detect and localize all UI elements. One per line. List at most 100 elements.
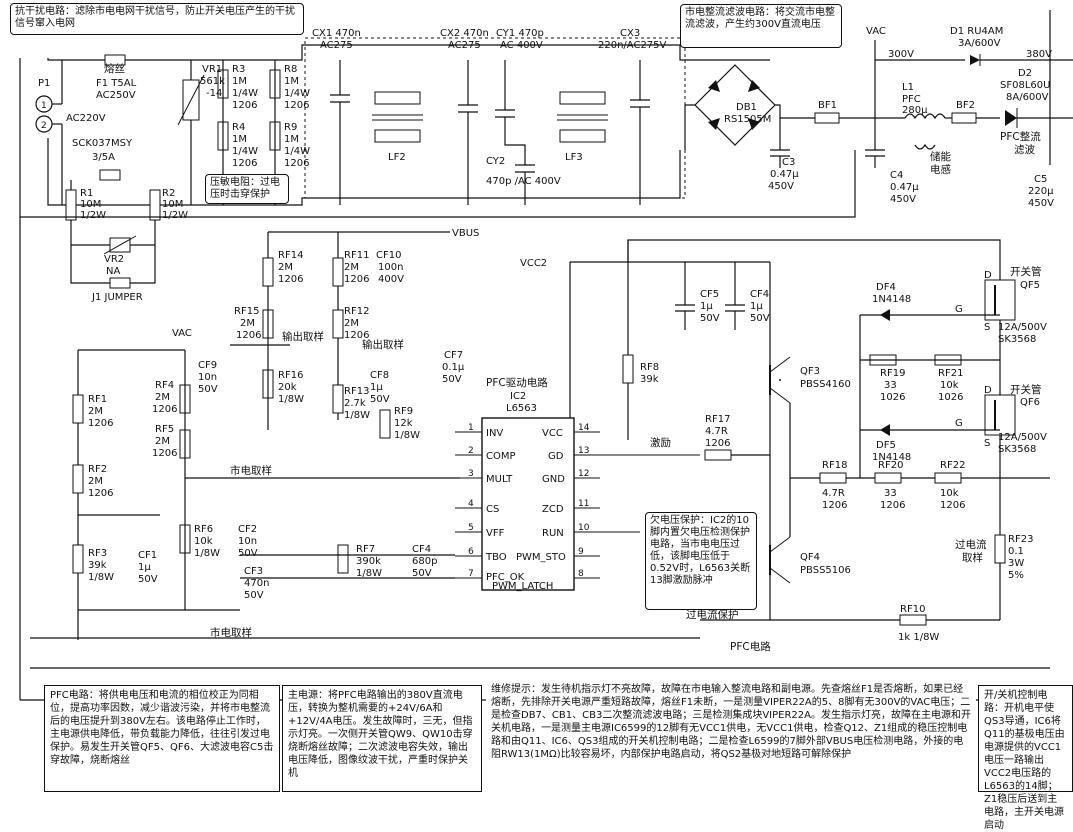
svg-text:0.1: 0.1 — [1008, 546, 1024, 557]
svg-text:3A/600V: 3A/600V — [958, 38, 1001, 49]
resistor-rf7 — [337, 544, 349, 574]
svg-text:12A/500V: 12A/500V — [998, 322, 1047, 333]
resistor-r1 — [65, 189, 77, 221]
svg-text:3: 3 — [468, 469, 474, 479]
resistor-r2 — [149, 189, 161, 221]
resistor-rf13 — [332, 384, 344, 414]
resistor-rf23 — [994, 534, 1006, 564]
svg-text:3W: 3W — [1008, 558, 1024, 569]
svg-text:PFC整流: PFC整流 — [1000, 130, 1041, 143]
svg-text:1206: 1206 — [344, 274, 369, 285]
svg-text:1/8W: 1/8W — [194, 548, 220, 559]
svg-text:1206: 1206 — [152, 404, 177, 415]
svg-text:50V: 50V — [412, 568, 432, 579]
resistor-rf20 — [874, 472, 902, 484]
svg-text:R1: R1 — [80, 188, 93, 199]
svg-text:2: 2 — [41, 121, 47, 131]
svg-text:1206: 1206 — [822, 500, 847, 511]
svg-text:2M: 2M — [278, 262, 293, 273]
svg-text:8A/600V: 8A/600V — [1006, 92, 1049, 103]
svg-text:PWM_STO: PWM_STO — [516, 552, 566, 563]
svg-text:D2: D2 — [1018, 68, 1032, 79]
svg-text:输出取样: 输出取样 — [282, 330, 324, 343]
svg-text:CX2 470n: CX2 470n — [440, 28, 489, 39]
note-switch-control: 开/关机控制电路：开机电平使QS3导通，IC6将Q11的基极电压由电源提供的VC… — [978, 685, 1073, 831]
svg-text:PFC: PFC — [902, 94, 921, 105]
svg-text:470n: 470n — [244, 578, 269, 589]
svg-text:1/8W: 1/8W — [88, 572, 114, 583]
svg-text:1/8W: 1/8W — [278, 394, 304, 405]
svg-text:P1: P1 — [38, 78, 50, 89]
svg-text:储能: 储能 — [930, 150, 951, 163]
component-labels: P1 AC220V 熔丝 F1 T5AL AC250V SCK037MSY 3/… — [38, 26, 1054, 653]
svg-text:14: 14 — [578, 423, 590, 433]
svg-text:RF21: RF21 — [938, 368, 963, 379]
svg-text:CX1 470n: CX1 470n — [312, 28, 361, 39]
svg-text:RF3: RF3 — [88, 548, 107, 559]
svg-text:RF8: RF8 — [640, 362, 659, 373]
svg-text:QF6: QF6 — [1020, 397, 1040, 408]
mosfet-qf5 — [984, 279, 1016, 321]
diode-df4 — [880, 309, 890, 321]
svg-text:450V: 450V — [890, 194, 916, 205]
svg-text:SCK037MSY: SCK037MSY — [72, 138, 133, 149]
svg-text:CF4: CF4 — [412, 544, 431, 555]
svg-text:1206: 1206 — [284, 100, 309, 111]
svg-text:10n: 10n — [198, 372, 217, 383]
svg-text:0.47μ: 0.47μ — [770, 169, 799, 180]
svg-text:6: 6 — [468, 547, 474, 557]
note-rectifier: 市电整流滤波电路：将交流市电整流滤波，产生约300V直流电压 — [680, 4, 842, 48]
svg-text:RF22: RF22 — [940, 460, 965, 471]
resistor-rf18 — [819, 472, 847, 484]
svg-text:1026: 1026 — [880, 392, 905, 403]
svg-text:300V: 300V — [888, 49, 914, 60]
svg-text:1206: 1206 — [88, 488, 113, 499]
svg-text:2M: 2M — [88, 476, 103, 487]
svg-text:GD: GD — [548, 451, 564, 462]
svg-text:DB1: DB1 — [736, 102, 757, 113]
svg-text:1206: 1206 — [940, 500, 965, 511]
svg-text:1206: 1206 — [88, 418, 113, 429]
svg-text:LF3: LF3 — [565, 152, 583, 163]
svg-text:1206: 1206 — [880, 500, 905, 511]
svg-text:市电取样: 市电取样 — [210, 626, 252, 639]
svg-text:BF1: BF1 — [818, 100, 837, 111]
svg-text:PBSS4160: PBSS4160 — [800, 379, 851, 390]
svg-text:VCC2: VCC2 — [520, 258, 547, 269]
svg-text:PWM_LATCH: PWM_LATCH — [492, 581, 553, 592]
svg-text:R9: R9 — [284, 122, 297, 133]
fuse-bf1 — [814, 112, 840, 124]
svg-text:50V: 50V — [198, 384, 218, 395]
note-main-power: 主电源：将PFC电路输出的380V直流电压，转换为整机需要的+24V/6A和+1… — [282, 685, 482, 792]
svg-text:G: G — [955, 418, 963, 429]
svg-text:开关管: 开关管 — [1010, 383, 1042, 396]
svg-text:12k: 12k — [394, 418, 413, 429]
svg-text:电感: 电感 — [930, 163, 951, 176]
svg-text:VR2: VR2 — [104, 254, 124, 265]
svg-text:LF2: LF2 — [388, 152, 406, 163]
svg-text:R3: R3 — [232, 64, 245, 75]
svg-text:RF10: RF10 — [900, 604, 925, 615]
svg-text:1/2W: 1/2W — [162, 210, 188, 221]
fuse-f1 — [104, 54, 126, 66]
svg-text:1N4148: 1N4148 — [872, 452, 911, 463]
transistor-qf3 — [769, 356, 791, 404]
svg-text:D: D — [984, 270, 992, 281]
svg-text:1M: 1M — [232, 134, 247, 145]
svg-text:1μ: 1μ — [700, 301, 713, 312]
svg-text:CF1: CF1 — [138, 550, 157, 561]
svg-text:AC275: AC275 — [448, 40, 481, 51]
svg-text:滤波: 滤波 — [1014, 143, 1036, 156]
svg-text:RF17: RF17 — [705, 414, 730, 425]
svg-text:CF4: CF4 — [750, 289, 769, 300]
svg-text:AC220V: AC220V — [66, 113, 106, 124]
svg-text:0.47μ: 0.47μ — [890, 182, 919, 193]
svg-text:SF08L60U: SF08L60U — [1000, 80, 1050, 91]
svg-text:输出取样: 输出取样 — [362, 338, 404, 351]
svg-text:20k: 20k — [278, 382, 297, 393]
svg-text:450V: 450V — [768, 181, 794, 192]
svg-text:1206: 1206 — [236, 330, 261, 341]
svg-text:1μ: 1μ — [750, 301, 763, 312]
svg-text:2M: 2M — [155, 436, 170, 447]
svg-text:8: 8 — [578, 569, 584, 579]
